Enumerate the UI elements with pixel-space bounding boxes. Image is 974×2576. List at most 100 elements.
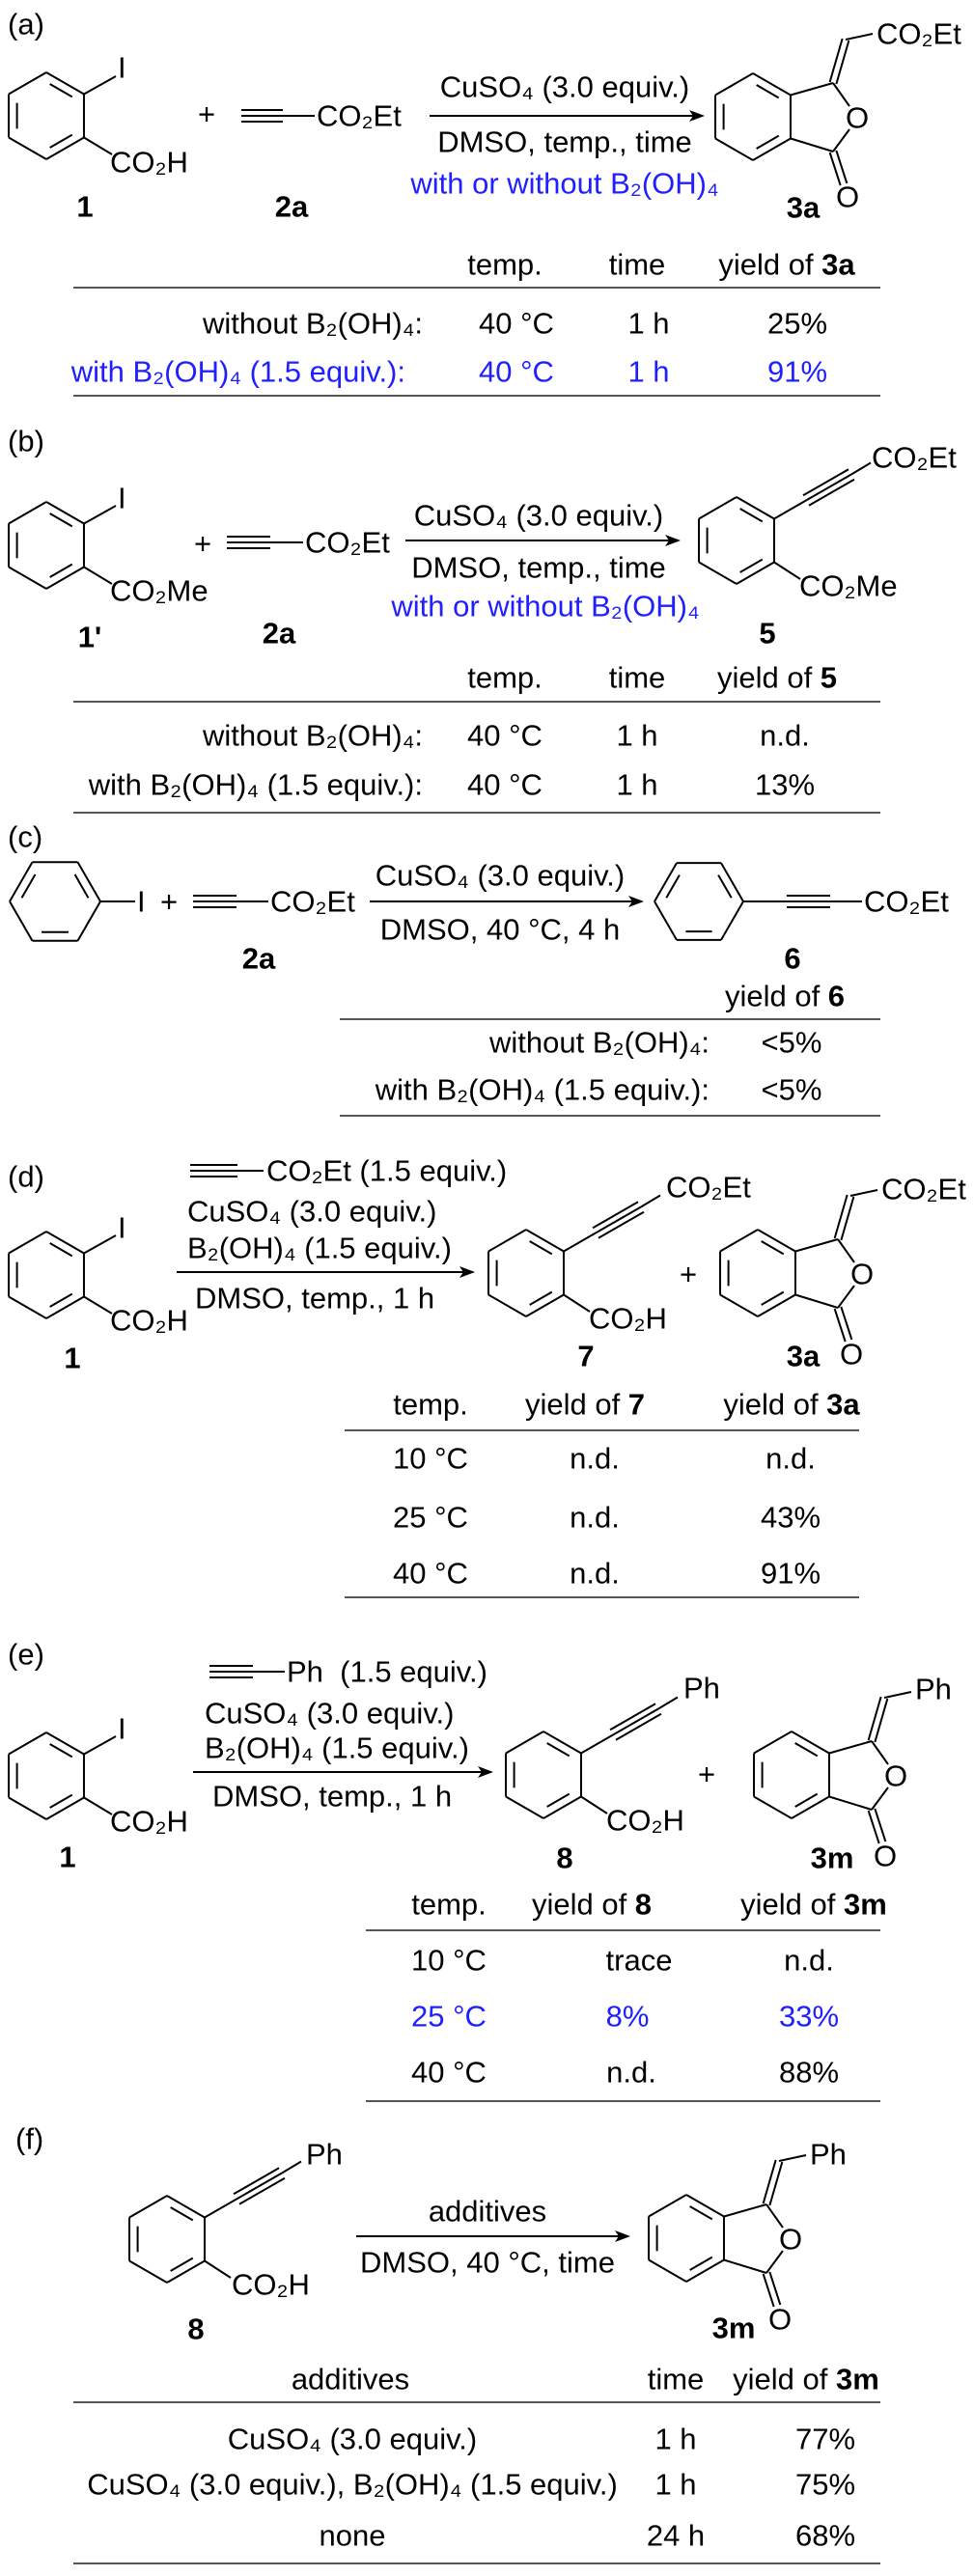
ring-bond bbox=[8, 1796, 47, 1820]
ring-bond bbox=[753, 1795, 793, 1819]
ring-bond bbox=[8, 136, 47, 160]
bond bbox=[723, 2258, 767, 2274]
cell-temp: 40 °C bbox=[479, 306, 554, 341]
bond bbox=[828, 1740, 873, 1755]
group-co2et: CO₂Et bbox=[666, 1170, 751, 1205]
cell-time: 1 h bbox=[616, 718, 658, 753]
table-header: yield of 6 bbox=[725, 982, 845, 1011]
double-bond bbox=[867, 1810, 880, 1844]
table-rule bbox=[366, 1929, 880, 1931]
cell-temp: 40 °C bbox=[393, 1556, 468, 1591]
atom-iodine: I bbox=[118, 50, 126, 85]
header-compound: 3m bbox=[844, 1887, 887, 1922]
reagent-alkyne: Ph (1.5 equiv.) bbox=[287, 1654, 487, 1689]
ring-bond bbox=[648, 2194, 687, 2218]
double-bond bbox=[840, 1306, 853, 1341]
table-header: temp. bbox=[467, 660, 543, 695]
aromatic-inner-bond bbox=[756, 84, 780, 99]
ring-bond bbox=[720, 900, 744, 941]
cell-yield: n.d. bbox=[570, 1441, 620, 1476]
group-co2et: CO₂Et bbox=[872, 440, 957, 475]
table-rule bbox=[340, 1115, 880, 1117]
triple-bond bbox=[612, 1707, 659, 1736]
aromatic-inner-bond bbox=[170, 2257, 194, 2272]
group-co2h: CO₂H bbox=[110, 1303, 188, 1338]
header-compound: 3a bbox=[826, 1387, 860, 1422]
triple-bond bbox=[802, 468, 849, 497]
atom-iodine: I bbox=[118, 1711, 126, 1746]
cell-time: 1 h bbox=[654, 2422, 697, 2456]
aromatic-inner-bond bbox=[546, 1792, 570, 1808]
ring-bond bbox=[505, 1731, 544, 1755]
aromatic-inner-bond bbox=[546, 1742, 570, 1758]
ring-bond bbox=[45, 566, 85, 590]
triple-bond bbox=[615, 1712, 662, 1741]
condition: DMSO, temp., 1 h bbox=[212, 1779, 453, 1814]
row-label: without B₂(OH)₄: bbox=[203, 718, 423, 753]
ring-bond bbox=[543, 1731, 582, 1755]
bond bbox=[83, 1295, 113, 1315]
cell-temp: 40 °C bbox=[411, 2055, 487, 2090]
group-co2h: CO₂H bbox=[110, 1804, 188, 1839]
double-bond bbox=[867, 1696, 882, 1741]
group-phenyl: Ph bbox=[306, 2137, 343, 2172]
table-header: temp. bbox=[411, 1887, 487, 1922]
cell-temp: 40 °C bbox=[479, 354, 554, 389]
cell-yield: n.d. bbox=[570, 1556, 620, 1591]
ring-bond bbox=[8, 1231, 47, 1255]
ring-bond bbox=[791, 1731, 830, 1755]
bond bbox=[790, 137, 834, 152]
condition: additives bbox=[428, 2194, 547, 2229]
double-bond bbox=[840, 1196, 855, 1241]
cell-yield: <5% bbox=[761, 1025, 822, 1060]
table-rule bbox=[73, 2401, 880, 2403]
table-header: yield of 7 bbox=[525, 1390, 645, 1420]
arrow-head bbox=[615, 2230, 630, 2242]
double-bond bbox=[833, 1308, 847, 1343]
table-header: yield of 3m bbox=[740, 1890, 887, 1920]
table-rule bbox=[345, 1429, 859, 1431]
cell-yield: 8% bbox=[605, 1999, 650, 2034]
cell-yield: <5% bbox=[761, 1072, 822, 1107]
condition: CuSO₄ (3.0 equiv.) bbox=[413, 498, 664, 533]
table-header: time bbox=[608, 247, 666, 282]
cell-yield: 91% bbox=[760, 1556, 821, 1591]
bond bbox=[204, 2198, 237, 2219]
cell-yield: 43% bbox=[760, 1500, 821, 1535]
aromatic-inner-bond bbox=[689, 2256, 713, 2271]
atom-oxygen: O bbox=[883, 1759, 908, 1793]
bond bbox=[83, 1735, 117, 1756]
ring-bond bbox=[8, 1295, 47, 1319]
cell-yield: 13% bbox=[754, 767, 816, 802]
table-header: yield of 3a bbox=[718, 250, 854, 280]
panel-label-f: (f) bbox=[15, 2121, 44, 2156]
cell-time: 1 h bbox=[627, 354, 670, 389]
group-co2et: CO₂Et bbox=[877, 16, 961, 51]
table-header: temp. bbox=[467, 247, 543, 282]
cell-yield: 68% bbox=[794, 2518, 856, 2553]
aromatic-inner-bond bbox=[756, 134, 780, 150]
cell-additives: none bbox=[319, 2518, 386, 2553]
double-bond bbox=[828, 38, 844, 83]
bond bbox=[871, 1740, 889, 1765]
row-label: with B₂(OH)₄ (1.5 equiv.): bbox=[375, 1072, 710, 1107]
table-rule bbox=[366, 2100, 880, 2102]
compound-id: 1 bbox=[76, 189, 94, 224]
bond bbox=[849, 1189, 878, 1197]
row-label: without B₂(OH)₄: bbox=[489, 1025, 710, 1060]
aromatic-inner-bond bbox=[794, 1742, 819, 1758]
ring-bond bbox=[685, 2258, 725, 2283]
cell-yield: trace bbox=[605, 1943, 673, 1978]
arrow-head bbox=[628, 896, 644, 907]
compound-id: 5 bbox=[759, 616, 776, 651]
double-bond bbox=[874, 1808, 887, 1842]
group-phenyl: Ph bbox=[915, 1672, 952, 1706]
aromatic-inner-bond bbox=[529, 1240, 553, 1256]
cell-additives: CuSO₄ (3.0 equiv.) bbox=[227, 2422, 478, 2456]
table-header: time bbox=[608, 660, 666, 695]
aromatic-inner-bond bbox=[529, 1290, 553, 1306]
arrow-head bbox=[478, 1766, 493, 1778]
ring-bond bbox=[525, 1229, 565, 1253]
cell-temp: 10 °C bbox=[393, 1441, 468, 1476]
